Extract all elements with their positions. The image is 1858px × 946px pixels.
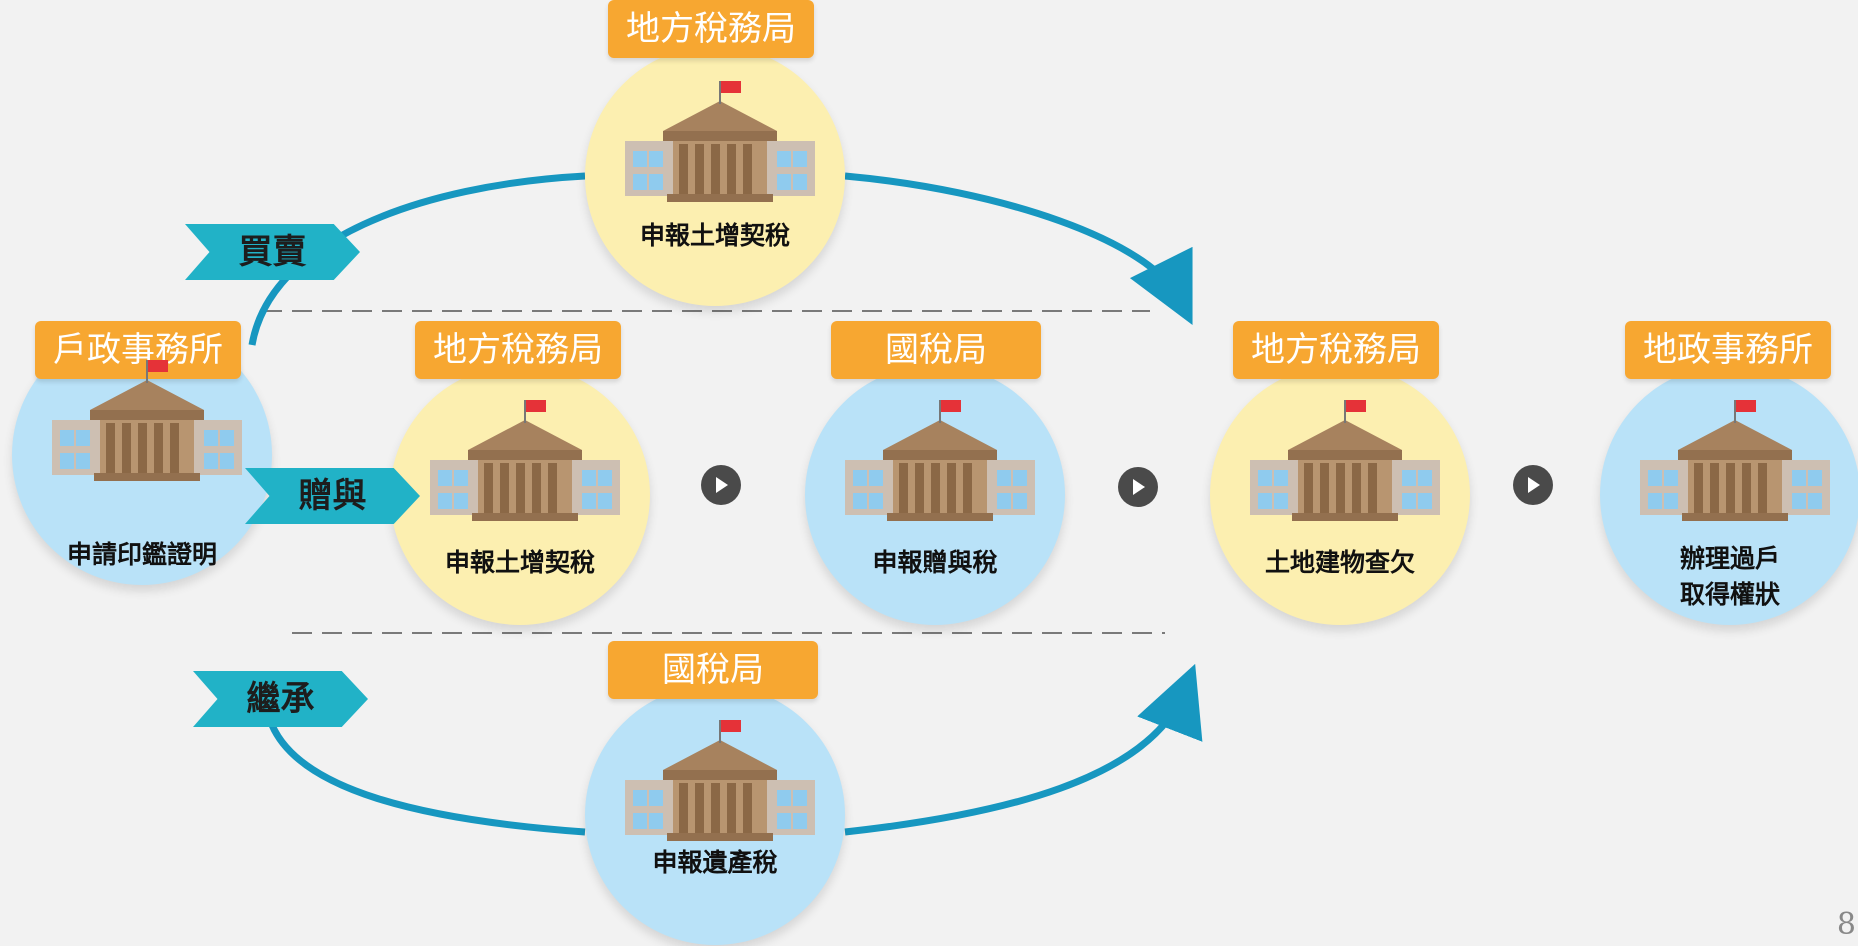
government-building-icon: [52, 360, 242, 481]
play-icon: [701, 465, 741, 505]
play-icon: [1513, 465, 1553, 505]
agency-label: 地方稅務局: [1233, 321, 1439, 379]
government-building-icon: [625, 81, 815, 202]
government-building-icon: [1640, 400, 1830, 521]
inheritance-arrow-in: [268, 723, 586, 836]
play-icon: [1118, 467, 1158, 507]
agency-label: 戶政事務所: [35, 321, 241, 379]
government-building-icon: [1250, 400, 1440, 521]
government-building-icon: [625, 720, 815, 841]
agency-label: 地方稅務局: [415, 321, 621, 379]
node-caption: 申報贈與稅: [872, 548, 998, 577]
branch-tag-sale: 買賣: [185, 224, 360, 280]
node-caption: 申報遺產稅: [652, 848, 778, 877]
government-building-icon: [430, 400, 620, 521]
agency-label: 地政事務所: [1625, 321, 1831, 379]
node-caption: 土地建物查欠: [1264, 548, 1415, 577]
sale-arrow-out: [844, 172, 1193, 326]
government-building-icon: [845, 400, 1035, 521]
node-caption: 申報土增契稅: [444, 548, 595, 577]
node-caption: 辦理過戶 取得權狀: [1679, 544, 1780, 609]
agency-label: 地方稅務局: [608, 0, 814, 58]
branch-tag-gift: 贈與: [245, 468, 420, 524]
agency-label: 國稅局: [831, 321, 1041, 379]
branch-tag-inheritance: 繼承: [193, 671, 368, 727]
page-number: 8: [1836, 907, 1856, 942]
agency-label: 國稅局: [608, 641, 818, 699]
node-caption: 申報土增契稅: [639, 221, 790, 250]
inheritance-arrow-out: [844, 663, 1203, 836]
node-caption: 申請印鑑證明: [66, 540, 217, 569]
sale-arrow-in: [248, 172, 586, 346]
